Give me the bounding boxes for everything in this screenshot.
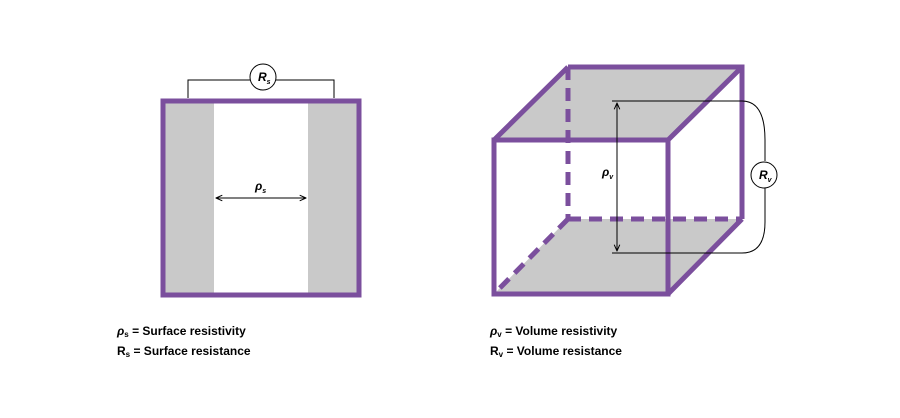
legend-symbol: R (117, 344, 126, 358)
legend-text: = Surface resistivity (132, 324, 246, 338)
legend-subscript: s (125, 350, 131, 359)
cube-hidden-edge-diagonal (492, 217, 570, 296)
legend-text: = Volume resistance (506, 344, 622, 358)
volume-legend: ρv = Volume resistivity Rv = Volume resi… (490, 323, 622, 363)
surface-resistance-label: Rs (258, 70, 271, 86)
surface-sample: Rs ρs (160, 63, 362, 298)
surface-meter-circle (249, 63, 277, 91)
legend-subscript: v (497, 330, 502, 339)
legend-text: = Surface resistance (133, 344, 251, 358)
volume-resistance-label: Rv (759, 168, 773, 184)
legend-text: = Volume resistivity (505, 324, 618, 338)
surface-legend: ρs = Surface resistivity Rs = Surface re… (117, 323, 251, 363)
surface-frame (160, 98, 362, 298)
surface-right-electrode (308, 101, 359, 295)
volume-legend-resistivity: ρv = Volume resistivity (490, 323, 622, 343)
cube-visible-edges (491, 64, 745, 297)
surface-left-electrode (163, 101, 214, 295)
legend-symbol: ρ (117, 324, 125, 338)
surface-meter-wire (187, 79, 335, 98)
surface-legend-resistance: Rs = Surface resistance (117, 343, 251, 363)
legend-symbol: R (490, 344, 499, 358)
volume-sample: Rv ρv (491, 64, 778, 297)
volume-resistivity-label: ρv (601, 165, 614, 181)
legend-subscript: s (124, 330, 129, 339)
volume-meter-circle (750, 161, 778, 189)
legend-subscript: v (498, 350, 504, 359)
surface-legend-resistivity: ρs = Surface resistivity (117, 323, 251, 343)
legend-symbol: ρ (490, 324, 498, 338)
volume-legend-resistance: Rv = Volume resistance (490, 343, 622, 363)
volume-meter-wire (612, 100, 766, 254)
surface-resistivity-label: ρs (254, 179, 266, 195)
cube-bottom-face (494, 219, 742, 294)
